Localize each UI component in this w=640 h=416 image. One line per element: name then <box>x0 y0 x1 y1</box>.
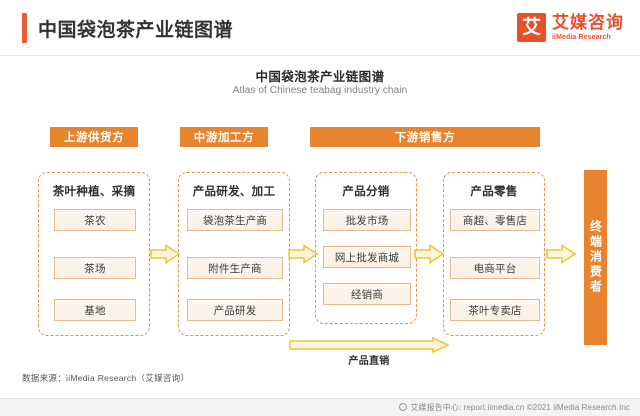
stage-bar-downstream: 下游销售方 <box>310 127 540 147</box>
group-item: 电商平台 <box>450 257 540 279</box>
page-title: 中国袋泡茶产业链图谱 <box>38 20 234 41</box>
globe-icon <box>399 403 408 411</box>
group-item: 网上批发商城 <box>323 246 411 268</box>
group-item: 批发市场 <box>323 209 411 231</box>
arrow-right-icon <box>288 244 319 264</box>
header-divider <box>0 55 640 56</box>
source-note: 数据来源：iiMedia Research（艾媒咨询） <box>22 373 190 383</box>
logo-text: 艾媒咨询 iiMedia Research <box>552 14 624 41</box>
group-product-rd-processing: 产品研发、加工 袋泡茶生产商 附件生产商 产品研发 <box>178 172 290 336</box>
group-item: 茶场 <box>54 257 136 279</box>
group-item: 附件生产商 <box>187 257 283 279</box>
group-item: 基地 <box>54 299 136 321</box>
stage-bar-midstream: 中游加工方 <box>180 127 268 147</box>
logo-name-en: iiMedia Research <box>552 34 611 41</box>
group-product-retail: 产品零售 商超、零售店 电商平台 茶叶专卖店 <box>443 172 545 336</box>
group-tea-planting: 茶叶种植、采摘 茶农 茶场 基地 <box>38 172 150 336</box>
group-item: 经销商 <box>323 283 411 305</box>
group-item: 商超、零售店 <box>450 209 540 231</box>
arrow-direct-sales-icon <box>289 336 450 354</box>
group-title: 产品分销 <box>342 186 390 198</box>
footer-label: 艾媒报告中心: report.iimedia.cn ©2021 iiMedia … <box>410 403 630 412</box>
group-item: 袋泡茶生产商 <box>187 209 283 231</box>
brand-logo: 艾 艾媒咨询 iiMedia Research <box>517 13 624 42</box>
group-item: 产品研发 <box>187 299 283 321</box>
group-item: 茶农 <box>54 209 136 231</box>
arrow-direct-sales-label: 产品直销 <box>348 356 390 367</box>
header-accent-bar <box>22 13 27 43</box>
page-header: 中国袋泡茶产业链图谱 艾 艾媒咨询 iiMedia Research <box>0 0 640 56</box>
terminal-consumer-label: 终端消费者 <box>588 220 603 295</box>
terminal-consumer-bar: 终端消费者 <box>584 170 607 345</box>
chart-subtitle: Atlas of Chinese teabag industry chain <box>232 85 408 96</box>
logo-mark-icon: 艾 <box>517 13 546 42</box>
arrow-right-icon <box>414 244 445 264</box>
arrow-right-icon <box>546 244 577 264</box>
group-title: 产品研发、加工 <box>192 186 276 198</box>
group-item: 茶叶专卖店 <box>450 299 540 321</box>
stage-bar-upstream: 上游供货方 <box>50 127 138 147</box>
group-title: 茶叶种植、采摘 <box>52 186 136 198</box>
group-product-distribution: 产品分销 批发市场 网上批发商城 经销商 <box>315 172 417 324</box>
logo-name-cn: 艾媒咨询 <box>552 13 624 32</box>
group-title: 产品零售 <box>470 186 518 198</box>
footer-text: 艾媒报告中心: report.iimedia.cn ©2021 iiMedia … <box>399 402 630 413</box>
footer-bar: 艾媒报告中心: report.iimedia.cn ©2021 iiMedia … <box>0 398 640 416</box>
chart-title: 中国袋泡茶产业链图谱 <box>255 70 385 84</box>
arrow-right-icon <box>150 244 181 264</box>
